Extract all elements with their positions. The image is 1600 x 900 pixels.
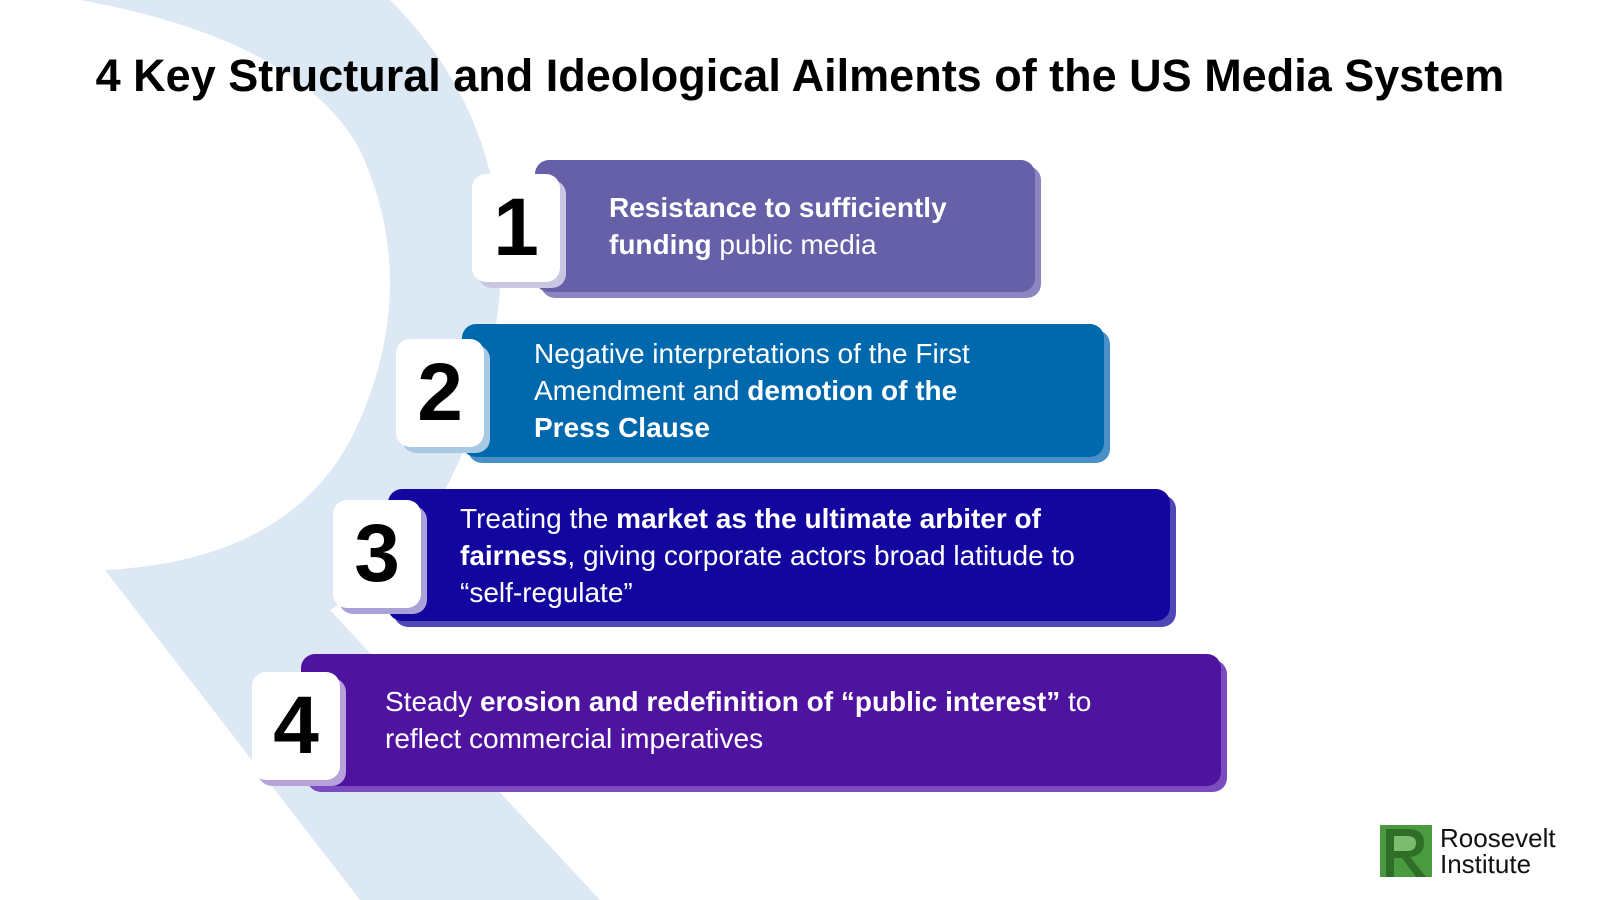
ailment-card-1: Resistance to sufficiently funding publi… [535,160,1035,292]
ailment-card-3: Treating the market as the ultimate arbi… [388,489,1170,621]
logo-line-1: Roosevelt [1440,823,1556,853]
roosevelt-institute-logo: Roosevelt Institute [1380,825,1556,877]
ailment-text-2: Negative interpretations of the First Am… [534,338,970,443]
ailment-text-1: Resistance to sufficiently funding publi… [609,192,947,260]
ailment-card-4: Steady erosion and redefinition of “publ… [301,654,1221,786]
logo-line-2: Institute [1440,849,1532,879]
logo-r-icon [1380,825,1432,877]
number-badge-4: 4 [252,672,340,780]
page-title: 4 Key Structural and Ideological Ailment… [95,50,1505,101]
ailment-text-3: Treating the market as the ultimate arbi… [460,502,1075,608]
ailment-card-2: Negative interpretations of the First Am… [462,324,1104,457]
number-badge-3: 3 [333,500,421,608]
number-badge-1: 1 [472,174,560,282]
ailment-text-4: Steady erosion and redefinition of “publ… [385,686,1092,754]
number-badge-2: 2 [396,339,484,447]
